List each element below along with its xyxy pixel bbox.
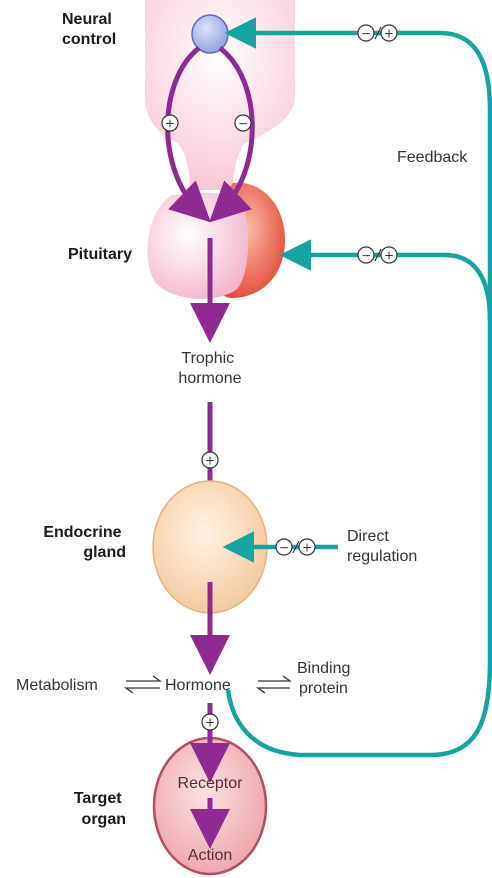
label-metabolism: Metabolism [16,677,98,694]
label-trophic: Trophic [181,350,234,367]
minus-sign-neural-text: − [238,117,248,131]
label-action: Action [188,847,232,864]
label-direct-regulation: Direct regulation [347,528,417,565]
label-neural: Neural [62,11,112,28]
label-feedback: Feedback [397,149,468,166]
label-target-organ: Target organ [74,790,126,828]
label-control: control [62,31,116,48]
feedback-sign-neural: − + [358,25,397,41]
metabolism-equilibrium-arrows [126,676,160,693]
binding-equilibrium-arrows [258,676,290,693]
label-hormone: Hormone [165,677,231,694]
label-direct: Direct [347,528,389,545]
plus-sign-neural-text: + [165,117,175,131]
feedback-loop-outer [228,33,490,755]
svg-text:+: + [384,27,394,41]
label-gland: gland [83,544,126,561]
feedback-sign-pituitary: − + [358,247,397,263]
svg-text:+: + [302,541,312,555]
svg-text:−: − [361,27,371,41]
label-binding: Binding [297,660,350,677]
label-receptor: Receptor [178,775,244,792]
svg-text:−: − [279,541,289,555]
plus-sign-trophic-text: + [205,454,215,468]
label-binding-protein: Binding protein [297,660,355,697]
svg-text:−: − [361,249,371,263]
label-endocrine: Endocrine [43,524,121,541]
label-trophic-hormone: Trophic hormone [178,350,241,387]
svg-text:+: + [384,249,394,263]
label-hormone-word: hormone [178,370,241,387]
label-pituitary: Pituitary [68,246,132,263]
direct-regulation-sign: − + [276,539,315,555]
feedback-loop-inner [293,255,490,320]
label-protein: protein [299,680,348,697]
label-regulation: regulation [347,548,417,565]
plus-sign-hormone-text: + [205,716,215,730]
label-organ: organ [82,811,126,828]
label-endocrine-gland: Endocrine gland [43,524,126,561]
label-neural-control: Neural control [62,11,116,48]
label-target: Target [74,790,122,807]
